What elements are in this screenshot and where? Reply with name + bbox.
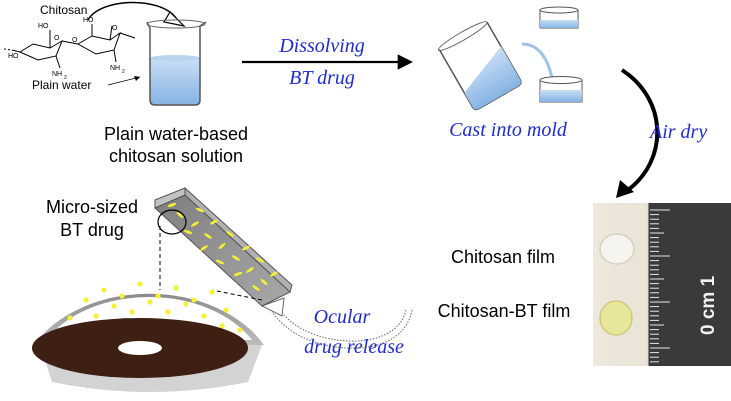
chitosan-bt-film-sample [599,300,633,336]
ruler-ticks [650,209,670,363]
svg-text:O: O [112,25,118,32]
svg-text:HO: HO [83,17,94,24]
ruler-unit-text: 0 cm 1 [698,275,719,335]
drug-dot [165,309,171,315]
chitosan-bt-film-label: Chitosan-BT film [438,301,571,321]
step-dissolving-line2: BT drug [289,67,355,89]
zoom-circle [157,209,187,235]
drug-particle [176,211,184,219]
air-dry-arrow-head [616,180,634,198]
mold-top [539,6,579,29]
drug-label-line2: BT drug [60,220,124,240]
pouring-beaker [437,21,554,111]
step-air-dry-label: Air dry [648,121,707,143]
ocular-release-arrow [271,309,413,349]
molecule-to-beaker-arrow [87,1,177,21]
drug-particle [204,233,212,239]
drug-dot [137,281,143,287]
step-ocular-line2: drug release [304,336,404,358]
step-dissolving-line1: Dissolving [278,35,365,57]
beaker-caption-line1: Plain water-based [104,124,248,144]
drug-dot [219,323,225,329]
lens-hole [118,341,162,355]
svg-text:NH: NH [52,71,62,78]
drug-dot [183,301,189,307]
drug-particle [260,278,268,286]
drug-dot [237,327,243,333]
drug-particle [191,221,199,227]
ocular-arrow-head [260,297,285,317]
drug-dot [119,293,125,299]
drug-dot [101,287,107,293]
beaker [146,19,207,106]
drug-dot [155,293,161,299]
drug-particle [167,202,177,208]
drug-dot [83,297,89,303]
svg-text:HO: HO [8,53,19,60]
plain-water-pointer [107,76,141,86]
drug-particle [200,245,208,251]
step-cast-label: Cast into mold [449,119,568,141]
drug-dot [209,289,215,295]
drug-particle [252,285,260,291]
drug-particle [246,267,254,273]
svg-text:2: 2 [64,75,67,81]
drug-dot [147,299,153,305]
film-prism [154,186,293,307]
drug-particle [232,255,240,261]
step-ocular-line1: Ocular [314,306,371,328]
zoom-line-right [211,289,263,301]
drug-dot [129,309,135,315]
svg-text:O: O [54,35,60,42]
svg-text:O: O [72,37,78,44]
molecule-arrow-head [163,11,186,27]
chitosan-label: Chitosan [40,3,87,17]
plain-water-label: Plain water [32,78,91,92]
molecule-atom-labels: HO HO HO O O O NH 2 NH 2 [8,17,125,81]
drug-particle [183,229,193,235]
drug-dot [191,297,197,303]
drug-particle [210,219,218,225]
chitosan-molecule [3,24,136,69]
drug-dot [223,307,229,313]
svg-text:2: 2 [122,69,125,75]
drug-particle [270,271,278,277]
drug-particle [241,245,251,251]
drug-dot [67,315,73,321]
mold-bottom [539,76,583,103]
svg-text:NH: NH [110,65,120,72]
drug-dot [93,313,99,319]
svg-text:HO: HO [38,23,49,30]
ocular-dome [32,281,264,392]
beaker-caption-line2: chitosan solution [109,146,243,166]
drug-particle [218,242,226,250]
drug-particle [215,259,225,265]
drug-particle [226,231,234,237]
chitosan-film-label: Chitosan film [451,247,555,267]
plain-water-pointer-head [134,76,140,81]
drug-particle [256,257,264,263]
chitosan-film-sample [599,233,635,265]
dome-drug-particles [57,281,243,333]
drug-dot [173,285,179,291]
air-dry-arrow [620,68,660,192]
drug-particle [195,207,205,213]
drug-dot [111,303,117,309]
drug-dot [201,313,207,319]
drug-particle [233,271,243,277]
drug-label-line1: Micro-sized [46,197,138,217]
film-photo: 0 cm 1 [593,203,731,366]
prism-drug-particles [167,202,278,291]
